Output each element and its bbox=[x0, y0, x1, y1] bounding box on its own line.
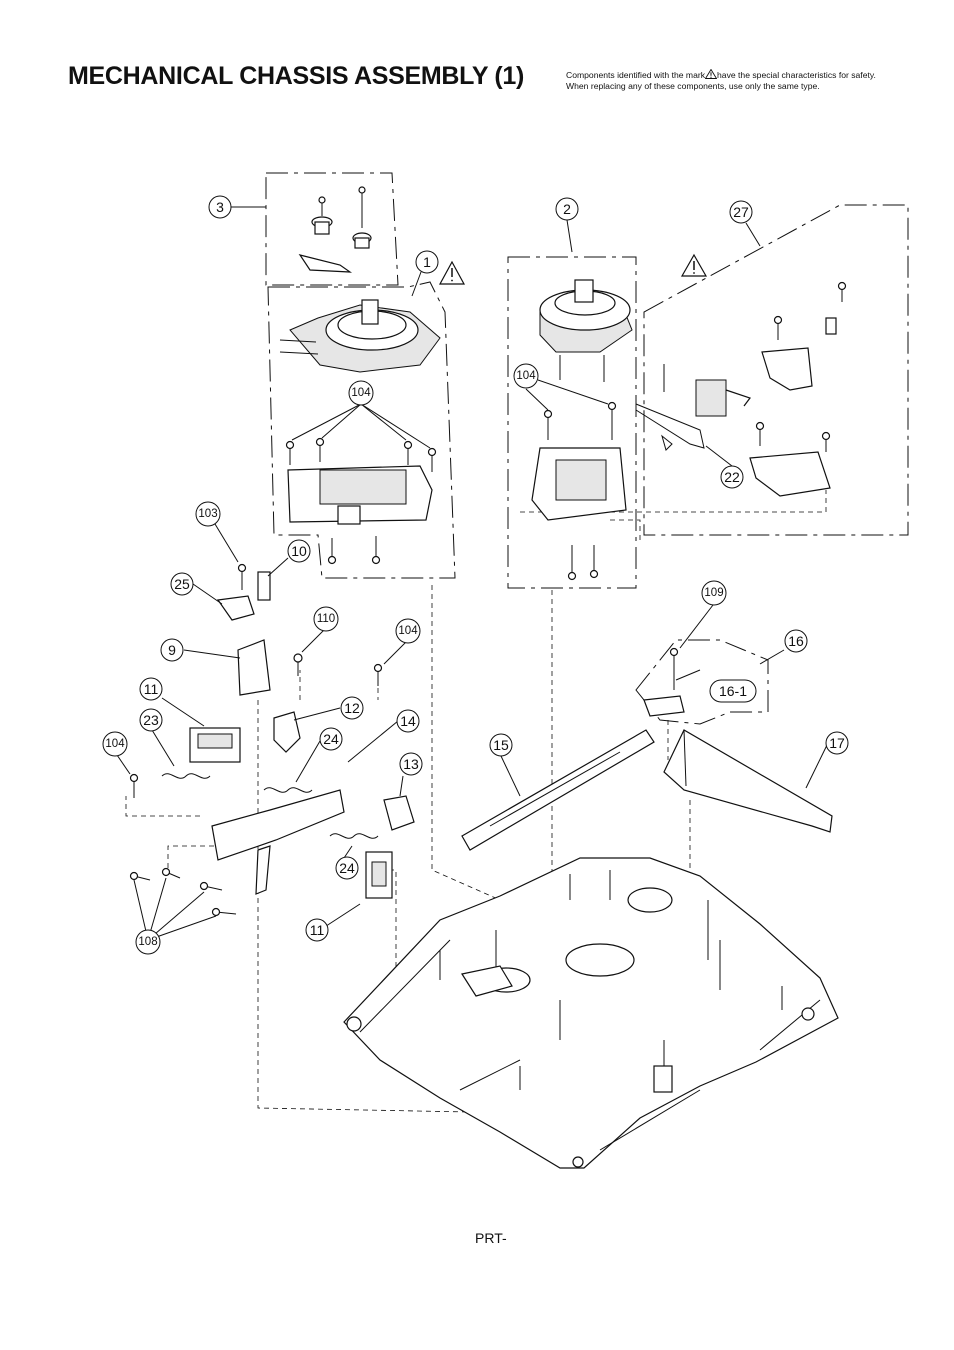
svg-text:103: 103 bbox=[198, 508, 217, 520]
callout-109: 109 bbox=[701, 580, 727, 606]
svg-text:24: 24 bbox=[323, 731, 339, 747]
svg-text:16: 16 bbox=[788, 633, 804, 649]
callout-104-right: 104 bbox=[513, 363, 539, 389]
svg-text:109: 109 bbox=[704, 587, 723, 599]
svg-text:13: 13 bbox=[403, 756, 419, 772]
callout-3: 3 bbox=[208, 195, 232, 219]
svg-text:9: 9 bbox=[168, 642, 176, 658]
warning-triangle-icon bbox=[680, 253, 708, 277]
svg-text:15: 15 bbox=[493, 737, 509, 753]
svg-text:1: 1 bbox=[423, 254, 431, 270]
svg-text:17: 17 bbox=[829, 735, 845, 751]
part-3-gear-assembly bbox=[298, 186, 372, 273]
warning-triangle-icon bbox=[705, 69, 718, 79]
svg-text:104: 104 bbox=[398, 625, 418, 637]
callout-24-bottom: 24 bbox=[335, 856, 359, 880]
svg-text:104: 104 bbox=[351, 387, 371, 399]
callout-108: 108 bbox=[135, 929, 161, 955]
main-chassis bbox=[343, 857, 839, 1169]
safety-note-text-c: When replacing any of these components, … bbox=[566, 81, 820, 91]
svg-text:11: 11 bbox=[310, 922, 325, 938]
callout-14: 14 bbox=[396, 709, 420, 733]
svg-text:10: 10 bbox=[291, 543, 307, 559]
svg-text:27: 27 bbox=[733, 204, 749, 220]
callout-10: 10 bbox=[287, 539, 311, 563]
svg-text:22: 22 bbox=[724, 469, 740, 485]
callout-11-bottom: 11 bbox=[305, 918, 329, 942]
callout-15: 15 bbox=[489, 733, 513, 757]
callout-25: 25 bbox=[170, 572, 194, 596]
svg-text:11: 11 bbox=[144, 681, 159, 697]
svg-text:104: 104 bbox=[105, 738, 125, 750]
safety-note-text-a: Components identified with the mark bbox=[566, 70, 706, 80]
safety-note: Components identified with the mark have … bbox=[566, 69, 876, 92]
callout-2: 2 bbox=[555, 197, 579, 221]
callout-24-top: 24 bbox=[319, 727, 343, 751]
page-title: MECHANICAL CHASSIS ASSEMBLY (1) bbox=[68, 62, 525, 90]
callout-110: 110 bbox=[313, 606, 339, 632]
svg-text:3: 3 bbox=[216, 199, 224, 215]
svg-text:14: 14 bbox=[400, 713, 416, 729]
callout-104-left: 104 bbox=[102, 731, 128, 757]
part-16-lever bbox=[643, 647, 701, 717]
svg-text:12: 12 bbox=[344, 700, 360, 716]
part-17-side-rail bbox=[663, 729, 833, 833]
part-2-reel-assembly bbox=[531, 279, 633, 581]
callout-17: 17 bbox=[825, 731, 849, 755]
callout-104-mid: 104 bbox=[395, 618, 421, 644]
callout-103: 103 bbox=[195, 501, 221, 527]
part-1-reel-assembly bbox=[279, 299, 441, 565]
part-27-brake-assembly bbox=[635, 281, 847, 497]
callout-16: 16 bbox=[784, 629, 808, 653]
assembly-boundaries bbox=[265, 172, 909, 725]
callout-27: 27 bbox=[729, 200, 753, 224]
callout-16-1: 16-1 bbox=[709, 679, 757, 703]
svg-text:24: 24 bbox=[339, 860, 355, 876]
svg-text:108: 108 bbox=[138, 936, 157, 948]
warning-triangle-icon bbox=[438, 260, 466, 285]
left-side-parts bbox=[129, 563, 415, 917]
svg-text:2: 2 bbox=[563, 201, 571, 217]
svg-text:110: 110 bbox=[317, 613, 335, 625]
svg-text:25: 25 bbox=[174, 576, 190, 592]
callout-11-top: 11 bbox=[139, 677, 163, 701]
safety-note-text-b: have the special characteristics for saf… bbox=[717, 70, 876, 80]
callout-13: 13 bbox=[399, 752, 423, 776]
page-footer-label: PRT- bbox=[475, 1230, 507, 1246]
callout-1: 1 bbox=[415, 250, 439, 274]
callout-9: 9 bbox=[160, 638, 184, 662]
svg-text:23: 23 bbox=[143, 712, 159, 728]
callout-leaders bbox=[116, 206, 829, 941]
callout-12: 12 bbox=[340, 696, 364, 720]
callout-104-top: 104 bbox=[348, 380, 374, 406]
svg-text:16-1: 16-1 bbox=[719, 683, 747, 699]
callout-22: 22 bbox=[720, 465, 744, 489]
callout-23: 23 bbox=[139, 708, 163, 732]
part-15-slide-plate bbox=[461, 729, 655, 851]
svg-text:104: 104 bbox=[516, 370, 536, 382]
